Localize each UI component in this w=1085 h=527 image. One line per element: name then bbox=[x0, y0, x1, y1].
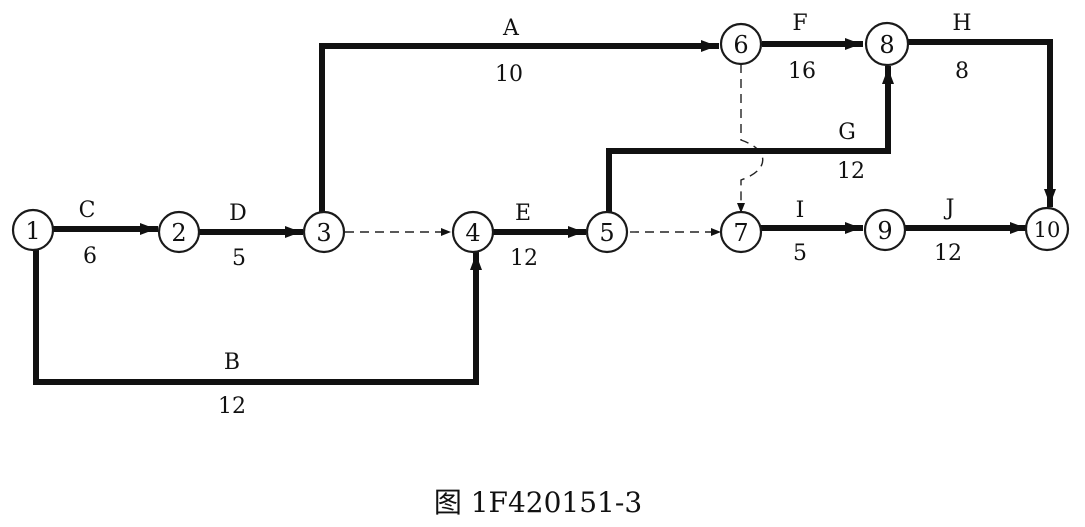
dummy-arrow-6-7 bbox=[737, 64, 764, 213]
node-2: 2 bbox=[157, 210, 201, 254]
node-10: 10 bbox=[1024, 206, 1070, 252]
node-3-label: 3 bbox=[316, 219, 331, 247]
activity-duration-G: 12 bbox=[837, 159, 865, 184]
node-5-label: 5 bbox=[599, 219, 614, 247]
activity-name-J: J bbox=[944, 196, 955, 221]
node-4: 4 bbox=[451, 210, 495, 254]
activity-duration-E: 12 bbox=[510, 246, 538, 271]
node-1-label: 1 bbox=[25, 217, 40, 245]
activity-name-D: D bbox=[229, 201, 247, 226]
activity-duration-B: 12 bbox=[218, 394, 246, 419]
activity-duration-J: 12 bbox=[934, 241, 962, 266]
activity-name-I: I bbox=[796, 198, 805, 223]
figure-caption: 图 1F420151-3 bbox=[434, 486, 642, 519]
activity-name-B: B bbox=[224, 350, 240, 375]
activity-duration-D: 5 bbox=[232, 246, 246, 271]
node-2-label: 2 bbox=[171, 219, 186, 247]
node-9-label: 9 bbox=[877, 217, 892, 245]
node-10-label: 10 bbox=[1034, 218, 1061, 242]
arrow-B bbox=[33, 249, 482, 385]
node-9: 9 bbox=[863, 208, 907, 252]
node-3: 3 bbox=[302, 210, 346, 254]
activity-name-G: G bbox=[838, 120, 856, 145]
arrow-A bbox=[319, 40, 719, 213]
node-6-label: 6 bbox=[733, 31, 748, 59]
node-1: 1 bbox=[11, 208, 55, 252]
arrow-H bbox=[907, 39, 1056, 207]
node-7: 7 bbox=[719, 210, 763, 254]
activity-duration-C: 6 bbox=[83, 244, 97, 269]
activity-name-A: A bbox=[502, 16, 520, 41]
node-8-label: 8 bbox=[879, 31, 894, 59]
activity-duration-I: 5 bbox=[793, 241, 807, 266]
node-6: 6 bbox=[719, 22, 763, 66]
node-5: 5 bbox=[585, 210, 629, 254]
activity-name-E: E bbox=[515, 201, 531, 226]
activity-duration-A: 10 bbox=[495, 62, 523, 87]
activity-duration-H: 8 bbox=[955, 59, 969, 84]
node-7-label: 7 bbox=[733, 219, 748, 247]
activity-name-H: H bbox=[952, 11, 971, 36]
activity-name-F: F bbox=[792, 11, 807, 36]
node-4-label: 4 bbox=[465, 219, 480, 247]
activity-duration-F: 16 bbox=[788, 59, 816, 84]
arrow-G bbox=[606, 66, 894, 213]
node-8: 8 bbox=[864, 21, 910, 67]
activity-name-C: C bbox=[79, 198, 96, 223]
